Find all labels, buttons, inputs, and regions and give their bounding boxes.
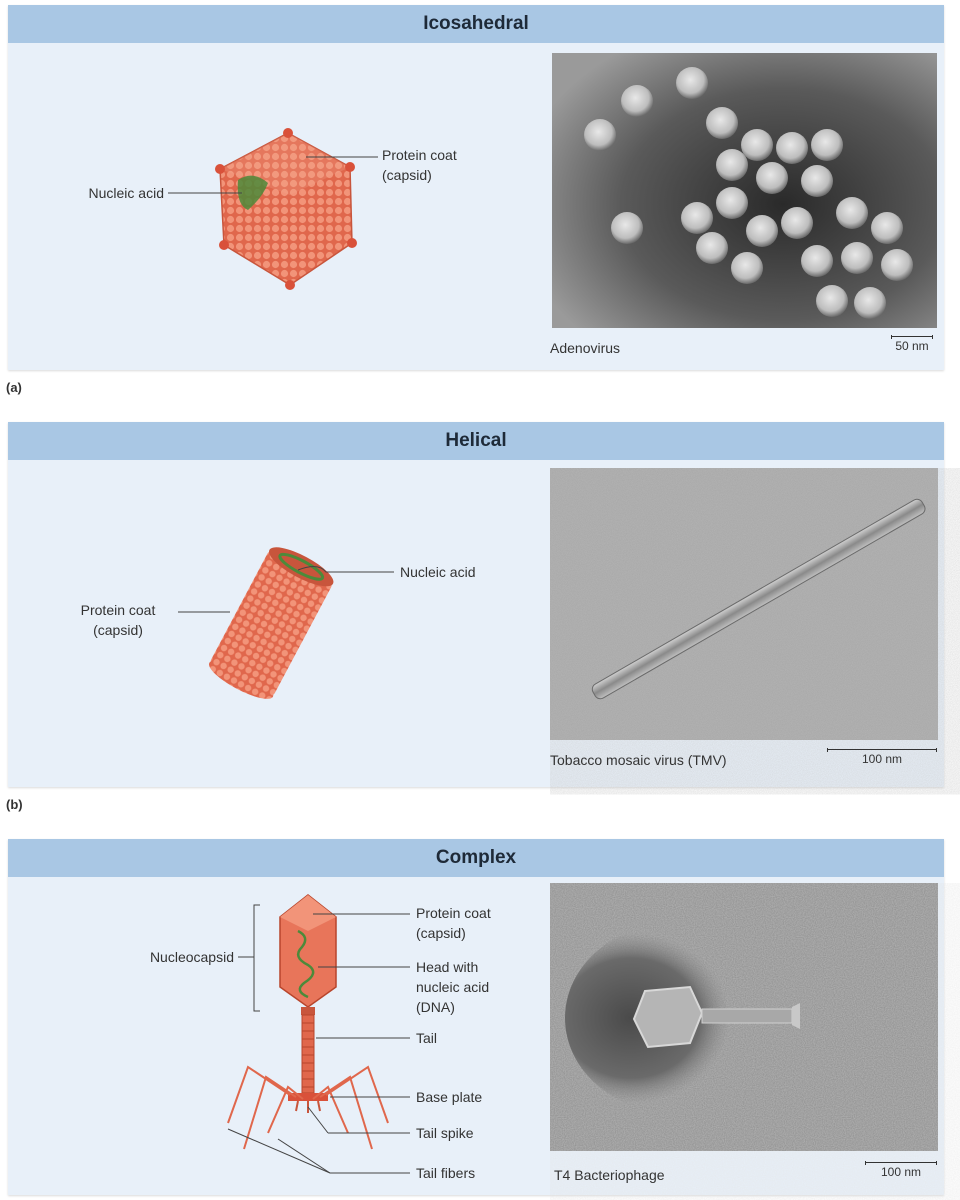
head-label: Head with nucleic acid (DNA) <box>416 959 490 1015</box>
nucleocapsid-label: Nucleocapsid <box>149 949 234 965</box>
tail-spike-label: Tail spike <box>416 1125 474 1141</box>
sublabel-a: (a) <box>6 380 22 395</box>
leader-lines <box>227 904 410 1174</box>
scale-label: 100 nm <box>880 1165 922 1179</box>
t4-micrograph <box>550 883 938 1151</box>
protein-coat-label: Protein coat (capsid) <box>382 147 457 183</box>
panel-title: Complex <box>8 839 944 877</box>
tail-fibers-label: Tail fibers <box>416 1165 476 1181</box>
leader-lines <box>168 156 378 194</box>
scale-bar: 100 nm <box>864 1161 938 1179</box>
icosahedral-virus-illustration <box>215 128 357 290</box>
micrograph-caption: Adenovirus <box>550 340 621 356</box>
micrograph-caption: T4 Bacteriophage <box>554 1167 665 1183</box>
scale-bar: 50 nm <box>888 335 936 353</box>
leader-lines <box>178 566 394 613</box>
panel-helical: Helical Nucleic acid Protein coat (capsi… <box>8 422 944 787</box>
scale-bar: 100 nm <box>826 748 938 766</box>
tail-label: Tail <box>416 1030 438 1046</box>
sublabel-b: (b) <box>6 797 23 812</box>
scale-label: 100 nm <box>861 752 903 766</box>
nucleic-acid-label: Nucleic acid <box>400 564 476 580</box>
bacteriophage-illustration <box>227 894 389 1150</box>
base-plate-label: Base plate <box>416 1089 483 1105</box>
scale-label: 50 nm <box>895 339 929 353</box>
panel-title: Helical <box>8 422 944 460</box>
panel-complex: Complex <box>8 839 944 1195</box>
panel-title: Icosahedral <box>8 5 944 43</box>
panel-icosahedral: Icosahedral Protein coat (capsid) Nuclei… <box>8 5 944 370</box>
protein-coat-label: Protein coat (capsid) <box>416 905 491 941</box>
helical-virus-illustration <box>209 547 334 699</box>
micrograph-caption: Tobacco mosaic virus (TMV) <box>550 752 727 768</box>
tmv-micrograph <box>550 468 938 740</box>
protein-coat-label: Protein coat (capsid) <box>80 602 156 638</box>
adenovirus-micrograph <box>552 53 937 328</box>
nucleic-acid-label: Nucleic acid <box>88 185 164 201</box>
